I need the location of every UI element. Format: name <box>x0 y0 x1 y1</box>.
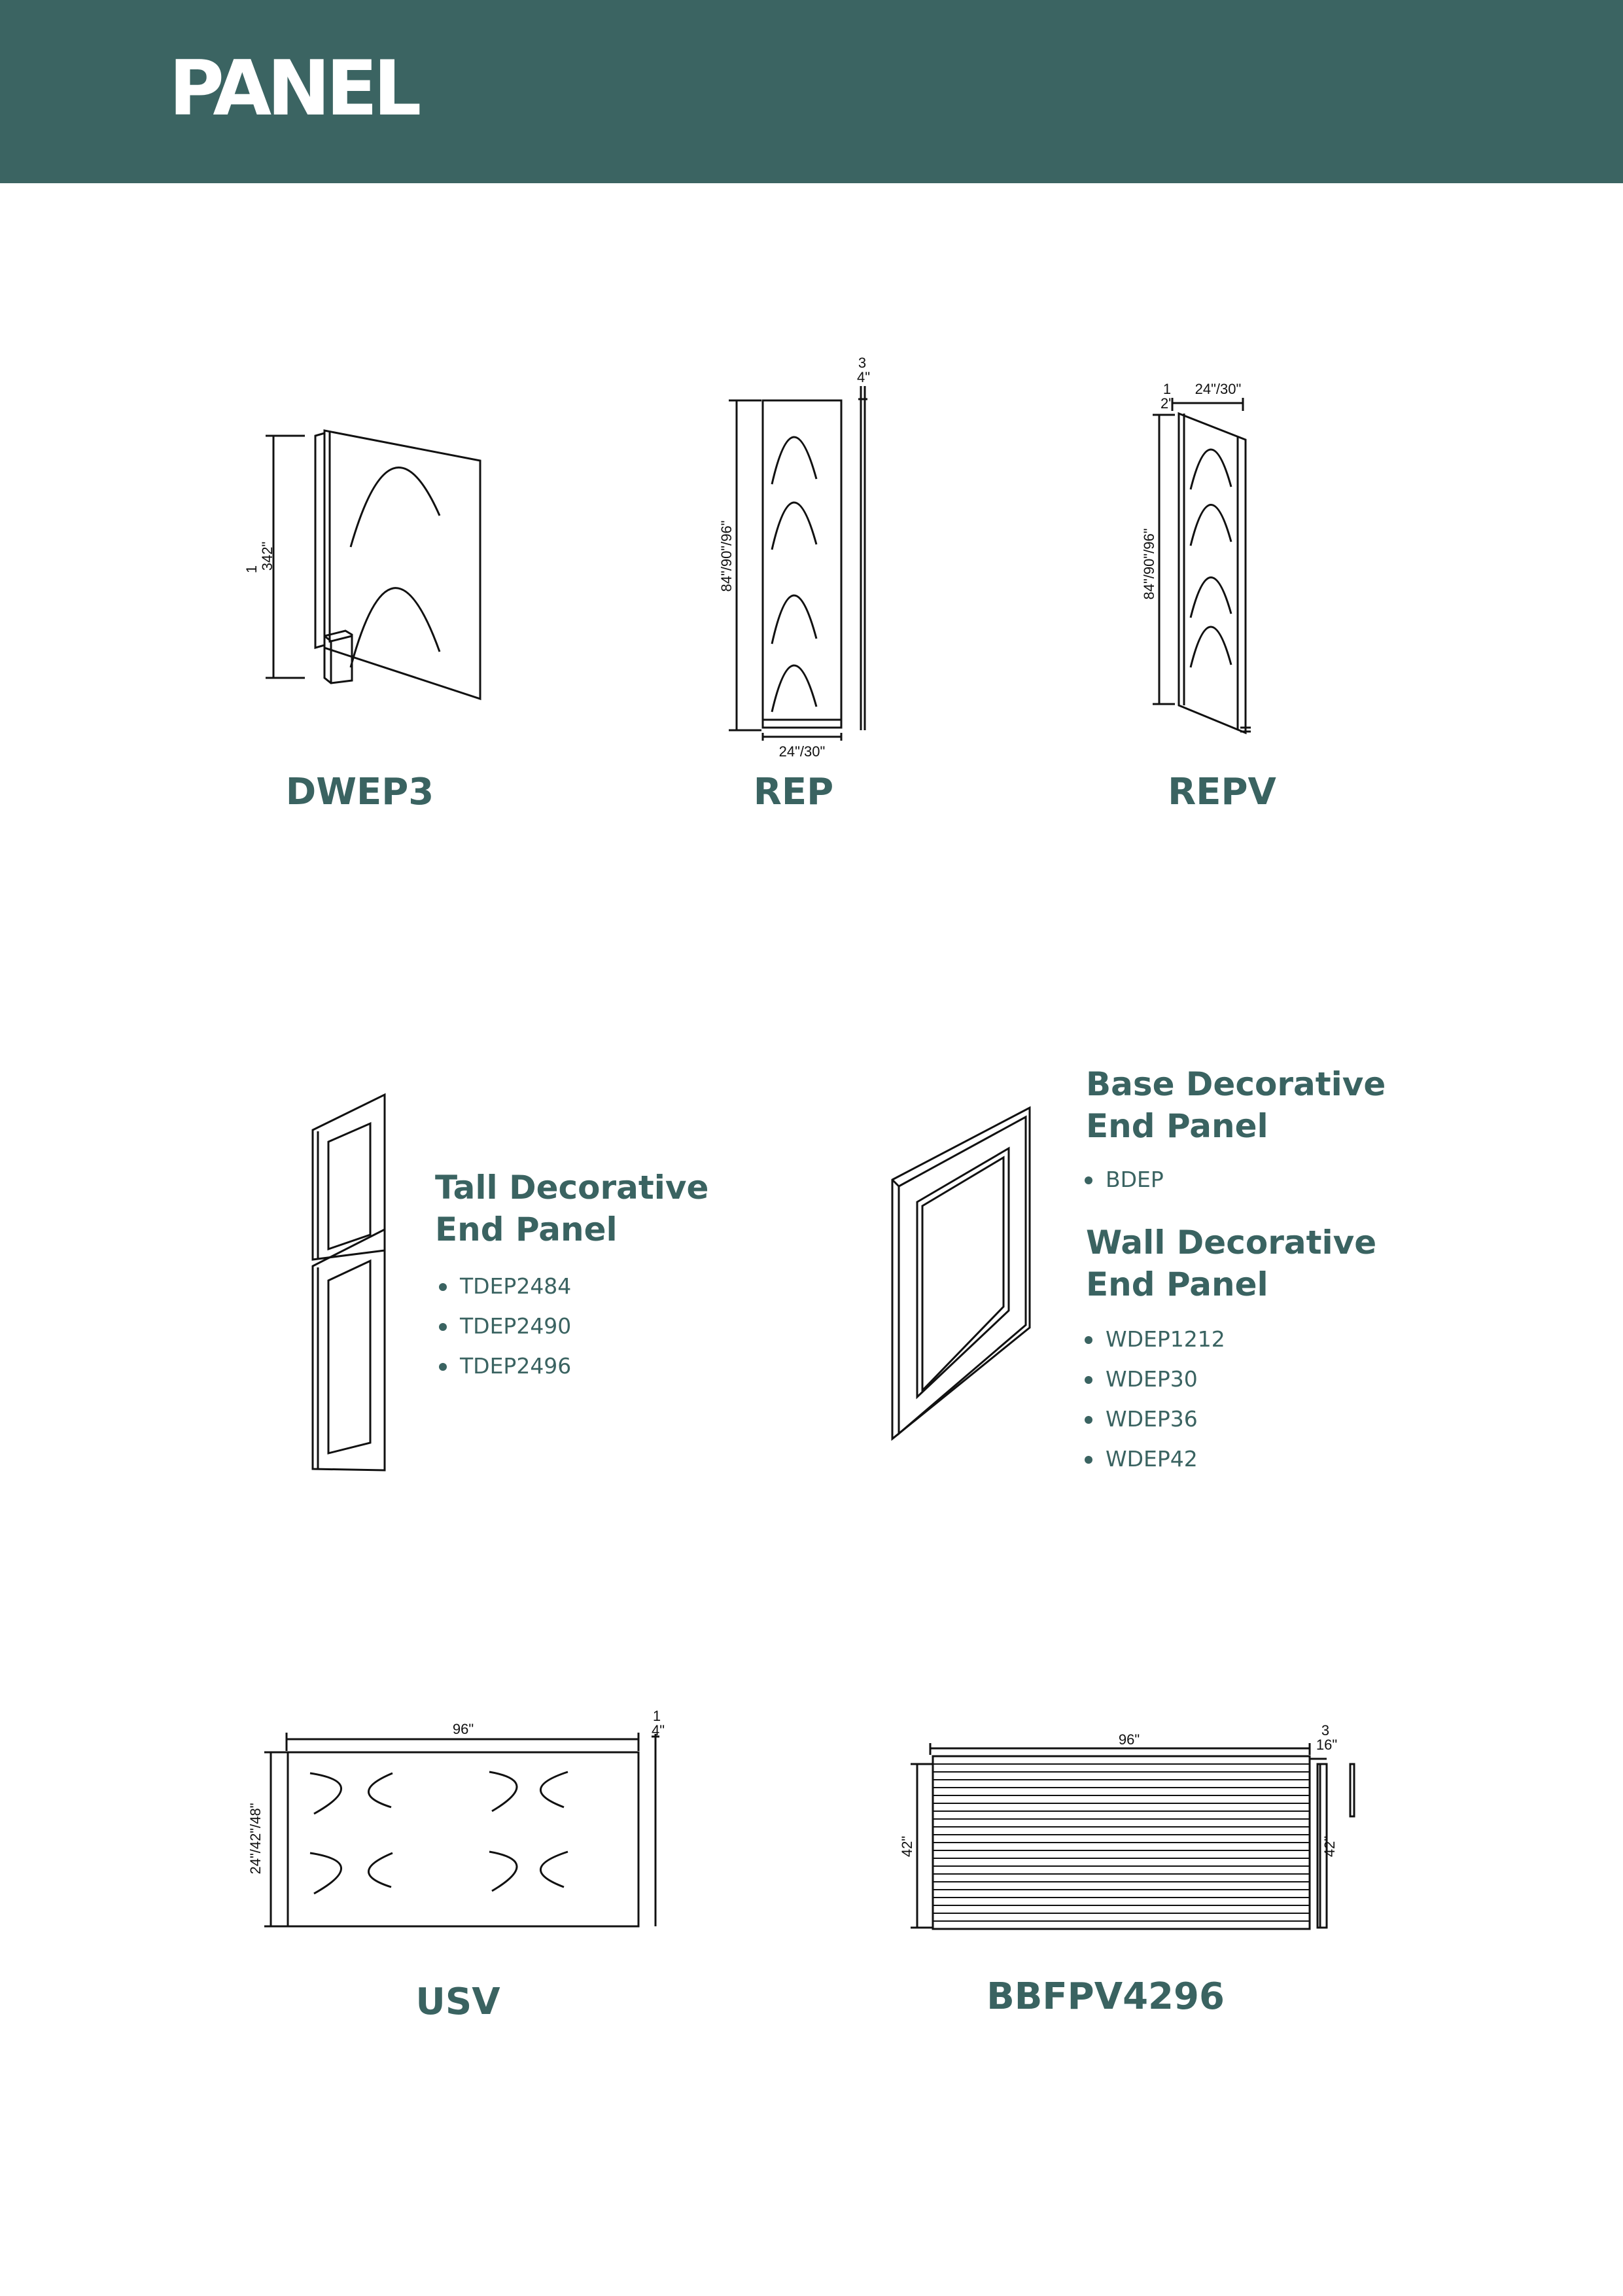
wall-panel-title: Wall Decorative End Panel <box>1086 1222 1376 1305</box>
rep-drawing: 84"/90"/96" 24"/30" 3 4" <box>718 353 888 772</box>
bbfpv-height-dim: 42" <box>899 1836 915 1857</box>
usv-thick-num: 1 <box>653 1708 661 1724</box>
bbfpv-width-dim: 96" <box>1119 1731 1140 1748</box>
base-panel-title-line2: End Panel <box>1086 1107 1268 1145</box>
tall-panel-title-line1: Tall Decorative <box>435 1169 709 1207</box>
bbfpv-thick-den: 16" <box>1316 1737 1337 1753</box>
usv-width-dim: 96" <box>453 1721 474 1737</box>
repv-drawing: 84"/90"/96" 24"/30" 1 2" <box>1138 374 1269 741</box>
dwep3-label: DWEP3 <box>285 771 434 813</box>
list-item: TDEP2490 <box>436 1306 571 1346</box>
bbfpv-thick-num: 3 <box>1321 1722 1329 1739</box>
base-panel-title-line1: Base Decorative <box>1086 1065 1386 1103</box>
bbfpv4296-label: BBFPV4296 <box>986 1975 1225 2018</box>
rep-height-dim: 84"/90"/96" <box>718 520 735 592</box>
page-title: PANEL <box>169 44 421 133</box>
rep-label: REP <box>753 771 834 813</box>
rep-thick-num: 3 <box>858 355 866 371</box>
list-item: WDEP30 <box>1082 1359 1225 1399</box>
base-panel-list: BDEP <box>1082 1159 1164 1199</box>
rep-width-dim: 24"/30" <box>779 743 826 760</box>
usv-height-dim: 24"/42"/48" <box>247 1803 264 1874</box>
list-item: WDEP42 <box>1082 1439 1225 1479</box>
dwep3-height-dim: 1 <box>243 565 260 573</box>
list-item: TDEP2496 <box>436 1346 571 1386</box>
tall-panel-title-line2: End Panel <box>435 1210 618 1248</box>
repv-label: REPV <box>1168 771 1276 813</box>
rep-thick-den: 4" <box>857 369 870 385</box>
list-item: BDEP <box>1082 1159 1164 1199</box>
bbfpv-side-height-dim: 42" <box>1321 1836 1338 1857</box>
repv-thick-den: 2" <box>1161 395 1174 412</box>
list-item: WDEP36 <box>1082 1399 1225 1439</box>
bbfpv4296-drawing: 96" 42" 42" 3 16" <box>878 1721 1362 1937</box>
usv-label: USV <box>415 1981 500 2023</box>
tall-panel-title: Tall Decorative End Panel <box>435 1167 708 1250</box>
base-panel-title: Base Decorative End Panel <box>1086 1063 1386 1147</box>
repv-width-dim: 24"/30" <box>1195 381 1242 397</box>
dwep3-height-dim-den: 342" <box>259 542 275 571</box>
usv-drawing: 96" 24"/42"/48" 1 4" <box>241 1708 672 1930</box>
list-item: WDEP1212 <box>1082 1319 1225 1359</box>
usv-thick-den: 4" <box>652 1722 665 1739</box>
wall-panel-title-line1: Wall Decorative <box>1086 1224 1377 1262</box>
tall-panel-drawing <box>307 1089 393 1475</box>
repv-height-dim: 84"/90"/96" <box>1141 528 1157 599</box>
base-panel-drawing <box>887 1103 1038 1443</box>
wall-panel-list: WDEP1212 WDEP30 WDEP36 WDEP42 <box>1082 1319 1225 1479</box>
tall-panel-list: TDEP2484 TDEP2490 TDEP2496 <box>436 1266 571 1386</box>
header-banner: PANEL <box>0 0 1623 183</box>
repv-thick-num: 1 <box>1163 381 1171 397</box>
wall-panel-title-line2: End Panel <box>1086 1265 1268 1303</box>
list-item: TDEP2484 <box>436 1266 571 1306</box>
dwep3-drawing: 1 342" <box>242 419 491 707</box>
